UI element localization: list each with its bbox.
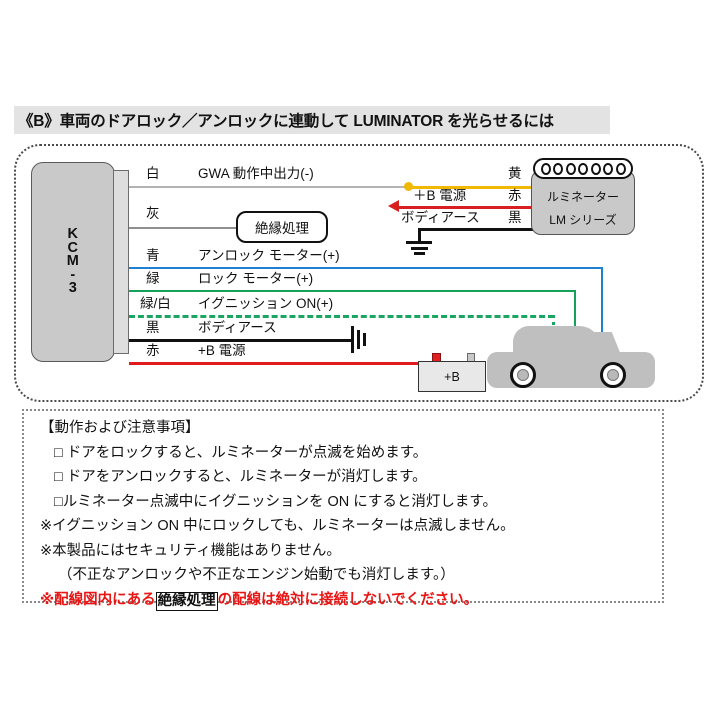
notes-heading: 【動作および注意事項】 — [40, 420, 200, 436]
led-dot-1 — [540, 162, 551, 175]
ground-symbol-vertical-3 — [363, 333, 366, 346]
wire-blue-line — [129, 267, 603, 269]
wire-yellow-line — [408, 186, 534, 189]
wire-red-lum-arrowhead — [388, 200, 399, 212]
note-warning-suffix: の配線は絶対に接続しないでください。 — [217, 591, 479, 608]
wire-black-color-label: 黒 — [146, 320, 160, 335]
kcm-letter-m: M — [66, 253, 80, 270]
kcm3-module-label: K C M - 3 — [31, 162, 115, 362]
wire-red-color-label: 赤 — [146, 343, 160, 358]
wire-yellow-color-label: 黄 — [508, 166, 522, 181]
car-rear-hub — [607, 369, 619, 381]
wire-red-lum-line — [398, 206, 534, 209]
wire-blue-function-label: アンロック モーター(+) — [198, 248, 340, 263]
led-dot-2 — [553, 162, 563, 175]
wire-red-lum-function-label: ＋B 電源 — [413, 188, 467, 203]
luminator-brand-label: ルミネーター — [546, 190, 619, 204]
wire-green-white-function-label: イグニッション ON(+) — [198, 296, 334, 311]
wire-green-white-color-label: 緑/白 — [140, 296, 171, 311]
vehicle-illustration — [487, 326, 655, 388]
led-dot-3 — [565, 162, 576, 175]
luminator-led-connector — [533, 158, 633, 179]
luminator-series-label: LM シリーズ — [549, 213, 617, 227]
kcm-letter-dash: - — [70, 266, 76, 283]
note-warning-boxed-term: 絶縁処理 — [155, 591, 218, 611]
battery-box — [418, 361, 486, 392]
wire-red-function-label: +B 電源 — [198, 343, 246, 358]
led-dot-7 — [615, 162, 626, 175]
led-dot-6 — [603, 162, 613, 175]
note-item-4: ※イグニッション ON 中にロックしても、ルミネーターは点滅しません。 — [40, 518, 515, 534]
car-front-hub — [517, 369, 529, 381]
wire-green-color-label: 緑 — [146, 271, 160, 286]
kcm3-connector-block — [113, 170, 129, 354]
insulation-treatment-box: 絶縁処理 — [236, 211, 328, 243]
led-dot-4 — [578, 162, 588, 175]
luminator-ground-bar-1 — [406, 241, 432, 244]
wire-gray-line — [129, 227, 239, 229]
luminator-module-body — [531, 170, 635, 235]
wire-black-lum-function-label: ボディアース — [401, 210, 480, 225]
page-title: 《B》車両のドアロック／アンロックに連動して LUMINATOR を光らせるには — [18, 113, 554, 130]
car-front-wheel — [510, 362, 536, 388]
car-rear-wheel — [600, 362, 626, 388]
kcm3-module-body — [31, 162, 115, 362]
kcm-letter-3: 3 — [68, 280, 78, 297]
notes-content: 【動作および注意事項】 □ ドアをロックすると、ルミネーターが点滅を始めます。 … — [40, 416, 650, 612]
note-warning: ※配線図内にある絶縁処理の配線は絶対に接続しないでください。 — [40, 588, 650, 613]
led-dot-5 — [590, 162, 601, 175]
wire-white-color-label: 白 — [146, 166, 160, 181]
wire-green-white-line — [129, 315, 554, 318]
wire-black-line — [129, 339, 351, 342]
note-item-5: ※本製品にはセキュリティ機能はありません。 — [40, 542, 341, 559]
luminator-ground-bar-2 — [411, 247, 428, 250]
wire-blue-color-label: 青 — [146, 248, 160, 263]
wire-green-line — [129, 290, 576, 292]
wire-black-lum-color-label: 黒 — [508, 210, 522, 225]
ground-symbol-vertical-1 — [351, 326, 354, 353]
insulation-treatment-label: 絶縁処理 — [255, 221, 309, 236]
note-warning-prefix: ※配線図内にある — [40, 591, 156, 608]
note-item-6: （不正なアンロックや不正なエンジン始動でも消灯します。） — [58, 567, 455, 583]
wire-black-function-label: ボディアース — [198, 320, 277, 335]
wire-green-function-label: ロック モーター(+) — [198, 271, 314, 286]
wire-black-lum-drop — [418, 228, 421, 242]
wire-white-line — [129, 186, 408, 188]
note-item-2: □ ドアをアンロックすると、ルミネーターが消灯します。 — [54, 469, 427, 485]
note-item-3: □ルミネーター点滅中にイグニッションを ON にすると消灯します。 — [54, 493, 497, 510]
wire-red-line — [129, 362, 434, 365]
kcm-letter-k: K — [67, 226, 79, 243]
section-title-bar: 《B》車両のドアロック／アンロックに連動して LUMINATOR を光らせるには — [14, 106, 610, 134]
wire-blue-drop — [601, 267, 603, 352]
ground-symbol-vertical-2 — [357, 330, 360, 349]
luminator-ground-bar-3 — [414, 252, 425, 255]
wire-red-lum-color-label: 赤 — [508, 188, 522, 203]
wire-green-drop — [574, 290, 576, 352]
note-item-1: □ ドアをロックすると、ルミネーターが点滅を始めます。 — [54, 444, 428, 461]
battery-label: +B — [444, 369, 460, 384]
wire-gray-color-label: 灰 — [146, 206, 160, 221]
wire-black-lum-line — [418, 228, 534, 231]
notes-panel — [22, 409, 664, 603]
wire-white-function-label: GWA 動作中出力(-) — [198, 166, 314, 181]
kcm-letter-c: C — [67, 239, 79, 256]
